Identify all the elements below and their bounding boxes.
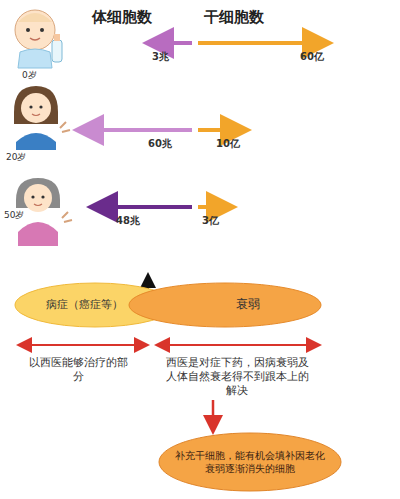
range-arrow: [20, 344, 146, 346]
weakness-ellipse: 衰弱: [128, 282, 322, 328]
ellipse-shape: [158, 432, 342, 492]
cell-count: 3兆: [152, 51, 169, 64]
ellipse-shape: [128, 282, 322, 328]
age-label: 0岁: [22, 70, 37, 81]
somatic-arrow: [150, 41, 192, 45]
stem-arrow: [198, 128, 244, 132]
cell-count: 10亿: [216, 138, 240, 151]
stem-cell-ellipse: 补充干细胞，能有机会填补因老化衰弱逐渐消失的细胞: [158, 432, 342, 492]
note-text: 以西医能够治疗的部分: [28, 356, 128, 384]
cell-count: 60兆: [148, 138, 172, 151]
node-text: 病症（癌症等）: [46, 298, 123, 312]
note-text: 西医是对症下药，因病衰弱及人体自然衰老得不到跟本上的解决: [162, 356, 312, 397]
cell-count: 60亿: [300, 51, 324, 64]
node-text: 衰弱: [236, 297, 260, 313]
node-text: 补充干细胞，能有机会填补因老化衰弱逐渐消失的细胞: [175, 449, 325, 475]
column-header: 体细胞数: [92, 8, 152, 27]
cell-count: 48兆: [116, 215, 140, 228]
up-arrow: [147, 276, 149, 300]
somatic-arrow: [94, 205, 192, 209]
stem-arrow: [198, 41, 326, 45]
cell-count: 3亿: [202, 215, 219, 228]
column-header: 干细胞数: [204, 8, 264, 27]
somatic-arrow: [80, 128, 192, 132]
range-arrow: [158, 344, 318, 346]
age-label: 50岁: [4, 210, 24, 221]
down-arrow: [212, 400, 215, 430]
stem-arrow: [198, 205, 230, 209]
woman-icon: [14, 86, 70, 150]
baby-icon: [15, 10, 62, 68]
age-label: 20岁: [6, 152, 26, 163]
